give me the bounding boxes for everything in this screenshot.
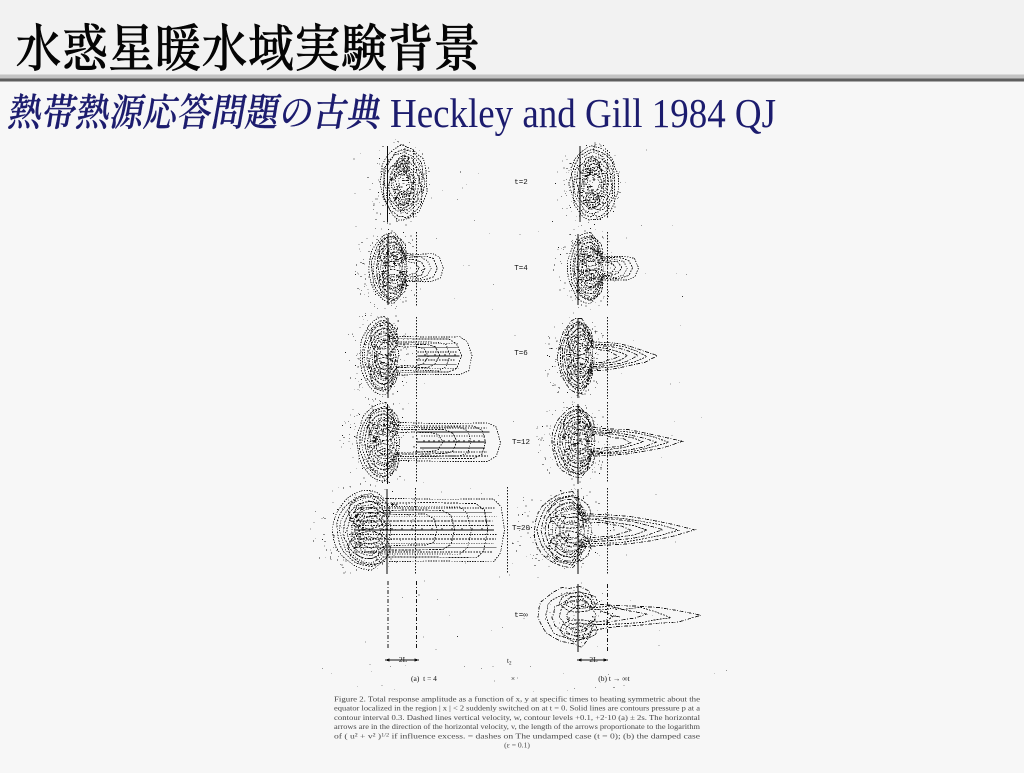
svg-text:contour interval 0.3. Dashed l: contour interval 0.3. Dashed lines verti… (334, 713, 700, 722)
svg-text:(a) t = 4: (a) t = 4 (411, 674, 437, 683)
svg-text:2L: 2L (589, 655, 598, 664)
svg-text:t2: t2 (507, 657, 512, 667)
svg-text:t=∞: t=∞ (514, 612, 528, 620)
svg-text:(b) t → ∞t: (b) t → ∞t (598, 674, 630, 683)
svg-text:T=20: T=20 (512, 525, 531, 533)
svg-text:T=4: T=4 (514, 265, 528, 273)
svg-text:T=6: T=6 (514, 350, 528, 358)
svg-text:arrows are in the direction of: arrows are in the direction of the horiz… (334, 722, 700, 731)
svg-text:of ( u² + v² )1/2 if influe: of ( u² + v² )1/2 if influence excess. =… (334, 731, 701, 740)
svg-text:2L: 2L (399, 655, 408, 664)
svg-text:(ε = 0.1): (ε = 0.1) (504, 741, 530, 750)
svg-text:×: × (511, 674, 515, 683)
svg-text:Figure 2. Total response amp: Figure 2. Total response amplitude as a … (334, 695, 701, 704)
svg-text:t=2: t=2 (514, 179, 528, 187)
svg-text:Heckley and Gill 1984 QJ: Heckley and Gill 1984 QJ (390, 90, 776, 136)
svg-text:T=12: T=12 (512, 439, 530, 447)
svg-text:equator localized in the regio: equator localized in the region | x | < … (334, 704, 701, 713)
